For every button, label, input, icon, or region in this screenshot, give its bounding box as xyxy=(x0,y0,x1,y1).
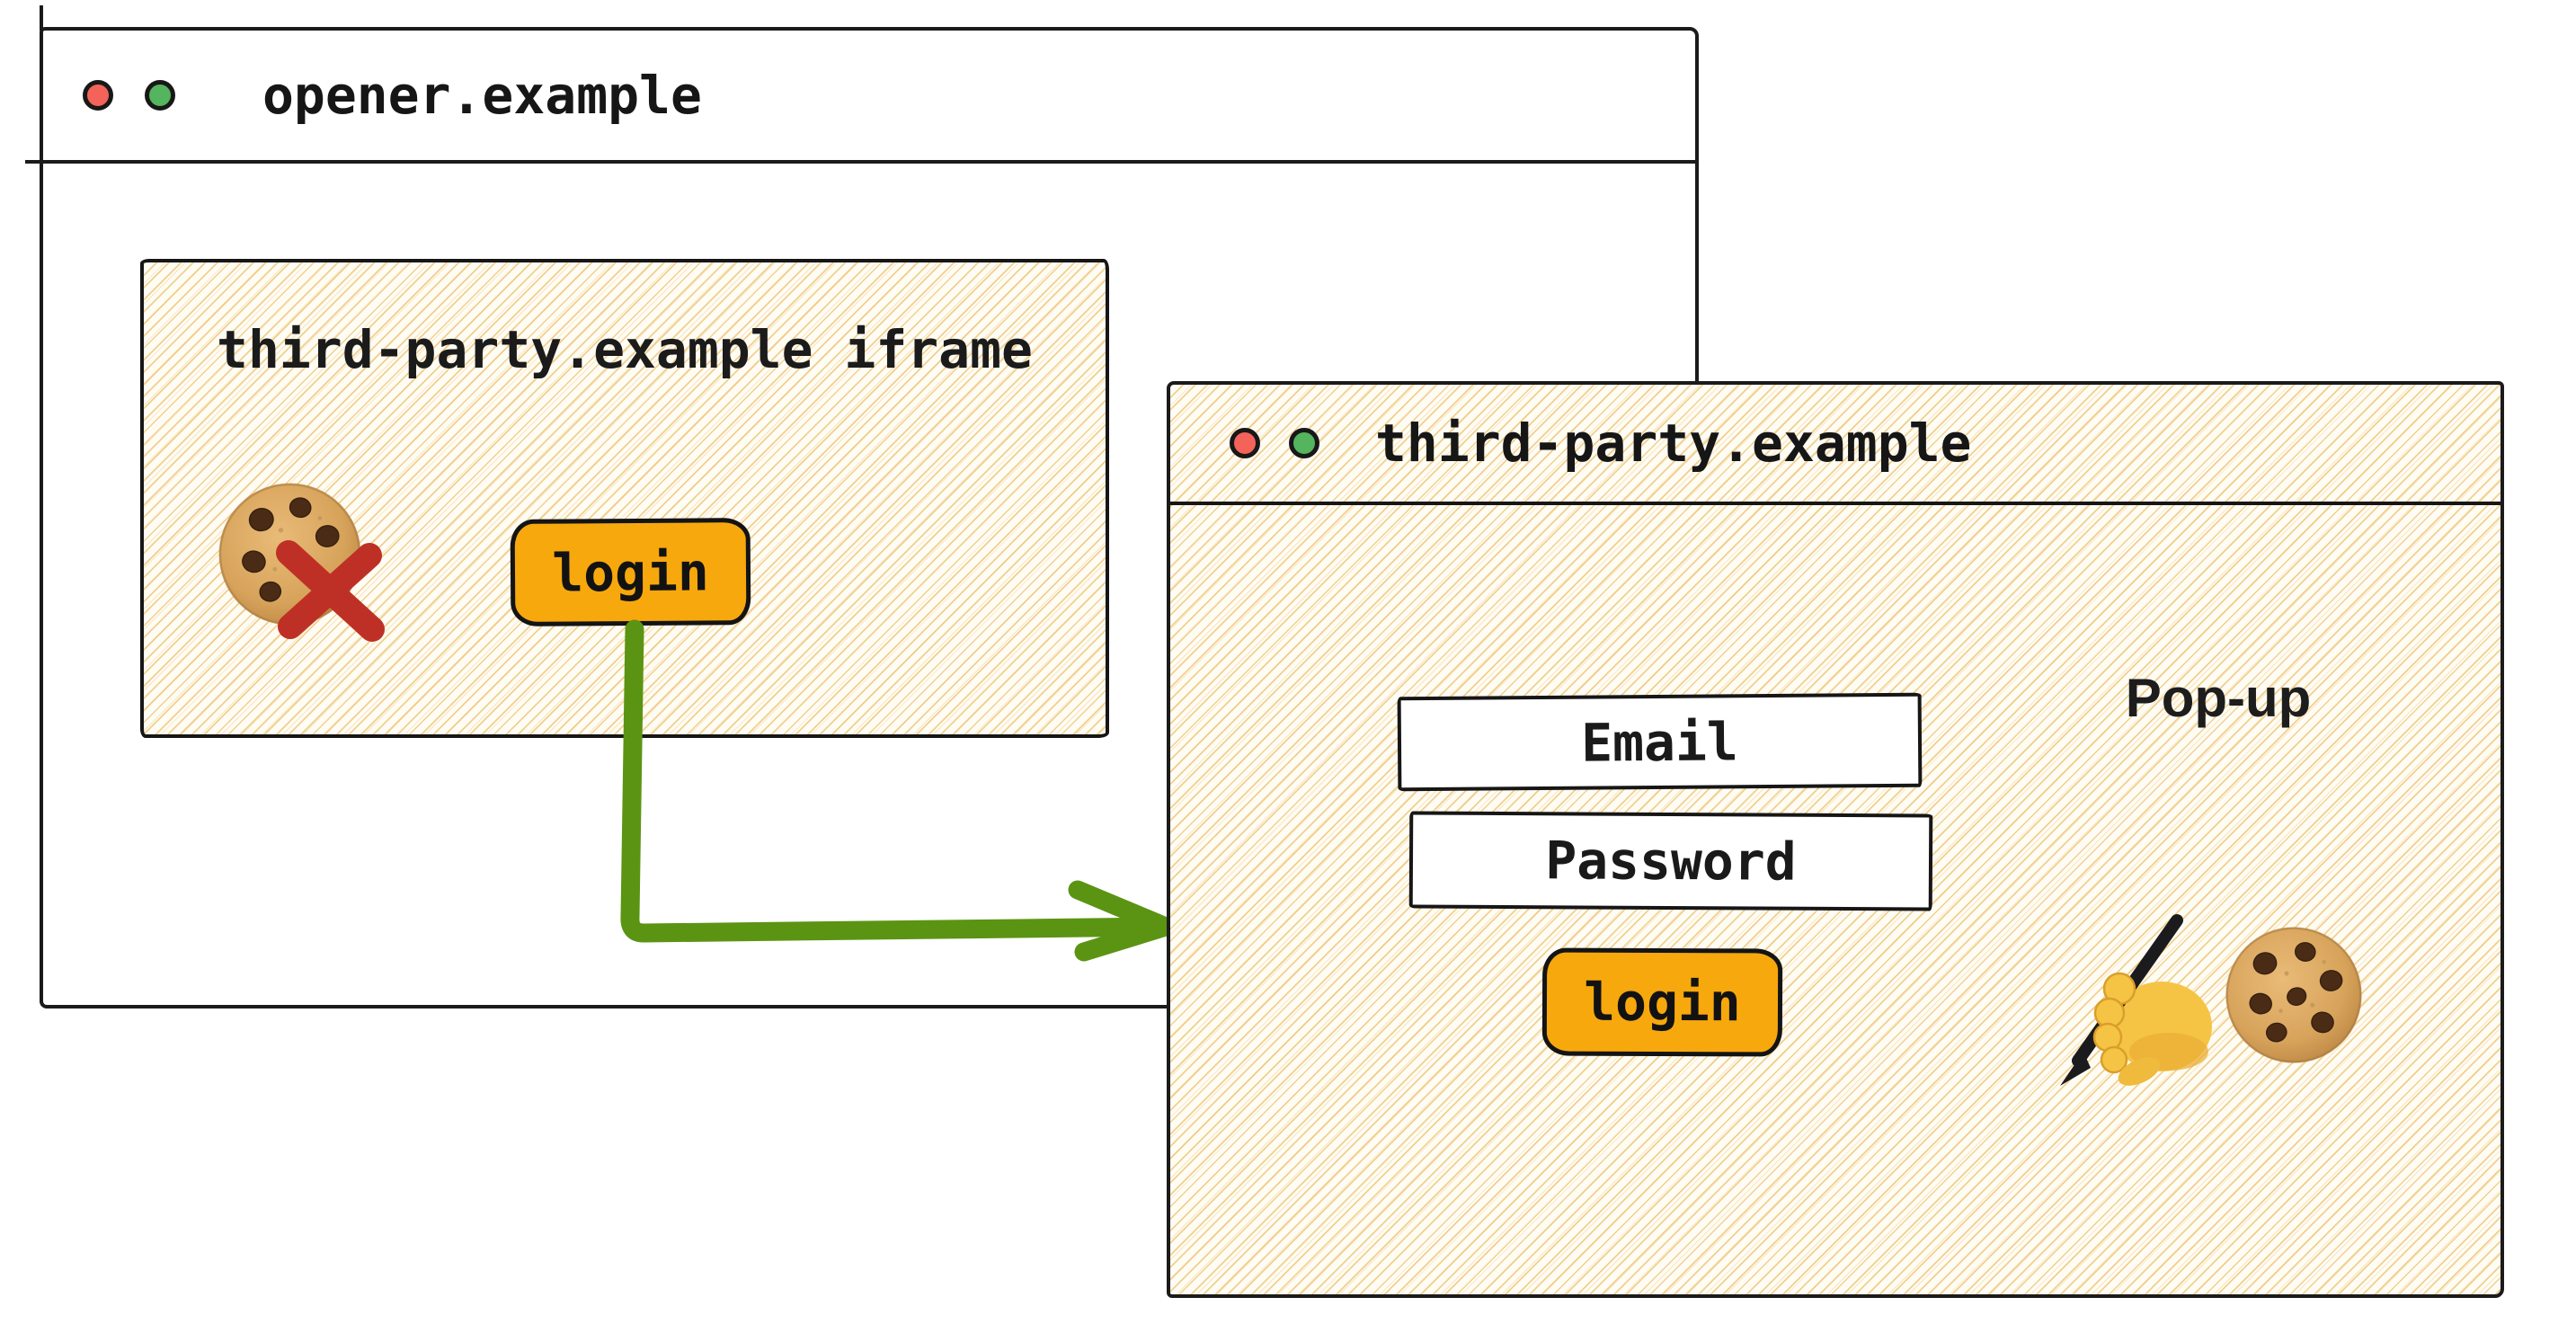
popup-annotation-label: Pop-up xyxy=(2125,667,2312,728)
password-field[interactable]: Password xyxy=(1408,811,1933,911)
popup-login-button[interactable]: login xyxy=(1541,947,1783,1057)
cookie-icon xyxy=(2225,927,2362,1063)
close-button[interactable] xyxy=(83,80,113,111)
third-party-iframe: third-party.example iframe xyxy=(140,259,1109,738)
blocked-x-icon xyxy=(276,540,385,642)
iframe-label: third-party.example iframe xyxy=(217,319,1033,380)
login-to-popup-arrow xyxy=(620,619,1176,962)
opener-window-title: opener.example xyxy=(262,65,702,126)
writing-hand-icon xyxy=(2060,914,2212,1086)
minimize-button[interactable] xyxy=(1289,428,1319,458)
popup-window: third-party.example Email Password login… xyxy=(1167,381,2504,1298)
iframe-login-button[interactable]: login xyxy=(510,518,751,626)
popup-titlebar: third-party.example xyxy=(1170,385,2500,505)
minimize-button[interactable] xyxy=(145,80,175,111)
email-field[interactable]: Email xyxy=(1397,692,1923,792)
popup-window-title: third-party.example xyxy=(1375,413,1972,474)
close-button[interactable] xyxy=(1230,428,1260,458)
opener-titlebar: opener.example xyxy=(25,31,1695,164)
